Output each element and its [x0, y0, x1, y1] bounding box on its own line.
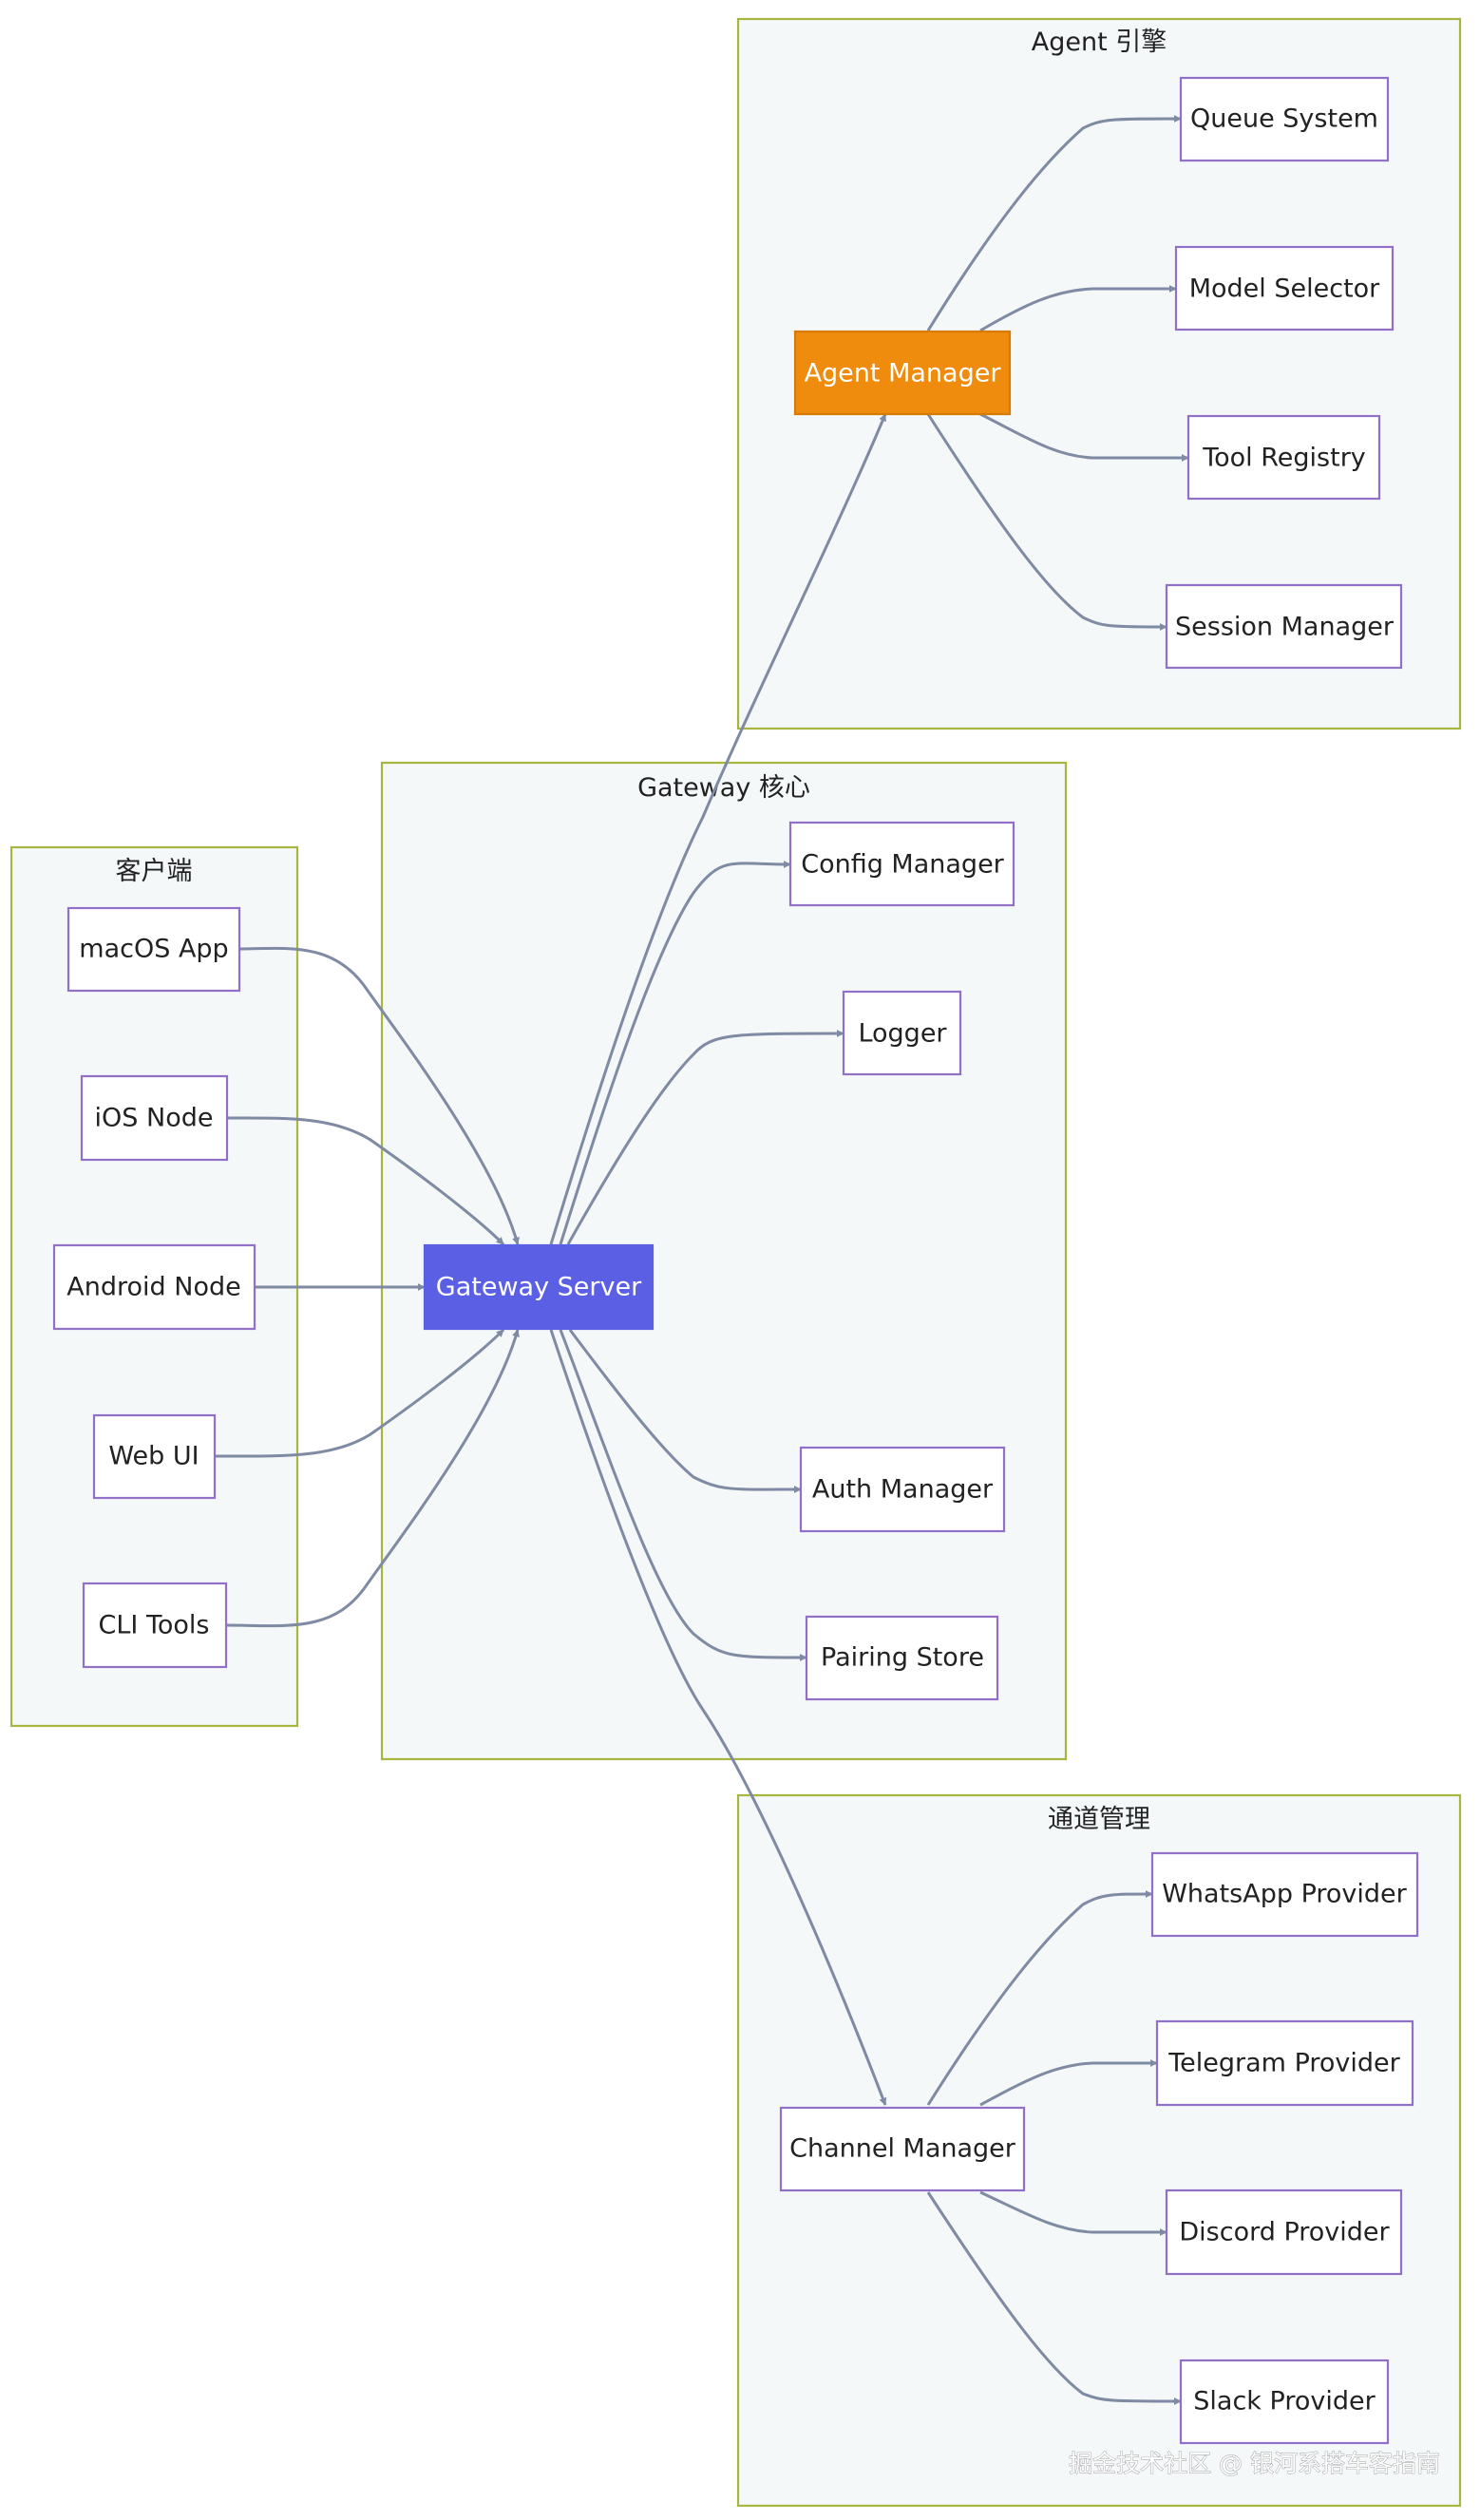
node-android-node: Android Node	[52, 1243, 256, 1331]
node-gateway-server: Gateway Server	[423, 1243, 655, 1331]
edge-agent-manager-tool-registry	[979, 412, 1189, 462]
node-auth-manager: Auth Manager	[799, 1446, 1006, 1533]
node-telegram-provider: Telegram Provider	[1155, 2019, 1414, 2107]
svg-text:Gateway Server: Gateway Server	[436, 1273, 642, 1302]
svg-text:WhatsApp Provider: WhatsApp Provider	[1162, 1880, 1407, 1909]
edge-channel-manager-whatsapp-provider	[926, 1890, 1153, 2106]
edge-agent-manager-session-manager	[926, 413, 1167, 631]
edge-channel-manager-discord-provider	[979, 2190, 1167, 2236]
svg-text:Logger: Logger	[858, 1019, 947, 1049]
group-title-clients: 客户端	[116, 857, 193, 886]
node-whatsapp-provider: WhatsApp Provider	[1150, 1851, 1419, 1938]
node-queue-system: Queue System	[1179, 76, 1390, 162]
edge-web-ui-gateway-server	[214, 1328, 505, 1458]
svg-text:Discord Provider: Discord Provider	[1179, 2218, 1390, 2247]
edge-gateway-server-channel-manager	[549, 1329, 887, 2106]
svg-text:CLI Tools: CLI Tools	[99, 1611, 210, 1640]
edge-gateway-server-auth-manager	[568, 1329, 802, 1494]
svg-text:iOS Node: iOS Node	[95, 1104, 214, 1133]
node-web-ui: Web UI	[92, 1413, 217, 1500]
edge-gateway-server-pairing-store	[559, 1329, 807, 1661]
svg-text:Config Manager: Config Manager	[801, 850, 1004, 880]
edge-channel-manager-slack-provider	[926, 2191, 1182, 2405]
svg-text:Session Manager: Session Manager	[1175, 613, 1395, 642]
svg-text:Web UI: Web UI	[108, 1442, 199, 1471]
svg-text:Pairing Store: Pairing Store	[821, 1643, 984, 1673]
node-macos-app: macOS App	[66, 906, 241, 993]
group-title-channel-management: 通道管理	[1048, 1805, 1150, 1834]
edges	[214, 115, 1189, 2405]
svg-text:Model Selector: Model Selector	[1189, 275, 1380, 304]
edge-cli-tools-gateway-server	[225, 1329, 520, 1628]
node-tool-registry: Tool Registry	[1186, 414, 1381, 501]
edge-gateway-server-agent-manager	[549, 413, 887, 1245]
node-discord-provider: Discord Provider	[1165, 2188, 1403, 2276]
node-slack-provider: Slack Provider	[1179, 2359, 1390, 2445]
node-ios-node: iOS Node	[80, 1074, 229, 1162]
svg-text:Android Node: Android Node	[66, 1273, 240, 1302]
svg-text:Tool Registry: Tool Registry	[1202, 444, 1366, 473]
node-agent-manager: Agent Manager	[793, 330, 1012, 416]
node-pairing-store: Pairing Store	[805, 1615, 999, 1701]
node-logger: Logger	[842, 990, 962, 1076]
svg-text:macOS App: macOS App	[79, 935, 228, 964]
edge-channel-manager-telegram-provider	[979, 2059, 1158, 2107]
node-session-manager: Session Manager	[1165, 583, 1403, 670]
edge-agent-manager-model-selector	[979, 285, 1177, 332]
watermark: 掘金技术社区 @ 银河系搭车客指南	[1069, 2450, 1440, 2477]
group-title-gateway-core: Gateway 核心	[637, 773, 810, 803]
group-title-agent-engine: Agent 引擎	[1032, 28, 1167, 57]
edge-gateway-server-logger	[566, 1030, 844, 1245]
svg-text:Auth Manager: Auth Manager	[812, 1475, 994, 1505]
edge-macos-app-gateway-server	[237, 946, 520, 1245]
node-model-selector: Model Selector	[1174, 245, 1395, 332]
node-config-manager: Config Manager	[788, 821, 1015, 907]
svg-text:Agent Manager: Agent Manager	[805, 359, 1002, 388]
node-cli-tools: CLI Tools	[82, 1582, 228, 1669]
svg-text:Queue System: Queue System	[1190, 104, 1378, 134]
edge-ios-node-gateway-server	[225, 1116, 505, 1246]
svg-text:Channel Manager: Channel Manager	[789, 2134, 1016, 2164]
nodes: Queue System Model Selector Agent Manage…	[52, 76, 1419, 2445]
edge-agent-manager-queue-system	[926, 115, 1182, 332]
node-channel-manager: Channel Manager	[779, 2106, 1026, 2192]
svg-text:Slack Provider: Slack Provider	[1193, 2387, 1376, 2416]
edge-gateway-server-config-manager	[559, 860, 791, 1245]
svg-text:Telegram Provider: Telegram Provider	[1167, 2049, 1400, 2078]
